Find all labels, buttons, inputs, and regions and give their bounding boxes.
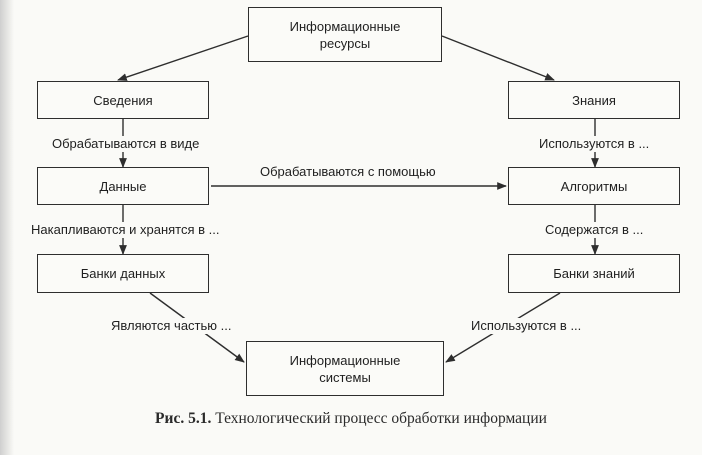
node-znaniya: Знания — [508, 81, 680, 119]
node-znaniya-label: Знания — [572, 92, 616, 108]
node-information-systems: Информационные системы — [246, 341, 444, 396]
arrow-resources-to-znaniya — [441, 35, 555, 81]
node-algoritmy-label: Алгоритмы — [560, 178, 628, 194]
node-svedeniya: Сведения — [37, 81, 209, 119]
edge-label-dannye-algoritmy: Обрабатываются с помощью — [260, 164, 436, 179]
node-dannye-label: Данные — [99, 178, 147, 194]
edge-label-znaniya-algoritmy: Используются в ... — [537, 136, 652, 152]
node-information-resources: Информационные ресурсы — [248, 7, 442, 62]
node-banki-dannykh-label: Банки данных — [80, 266, 166, 281]
node-information-resources-label: Информационные ресурсы — [289, 18, 401, 51]
edge-label-svedeniya-dannye: Обрабатываются в виде — [50, 136, 202, 152]
figure-caption-number: Рис. 5.1. — [155, 410, 212, 427]
node-banki-dannykh: Банки данных — [37, 254, 209, 293]
node-svedeniya-label: Сведения — [93, 92, 153, 108]
node-banki-znaniy: Банки знаний — [508, 254, 680, 293]
edge-label-algoritmy-banki-znaniy: Содержатся в ... — [543, 222, 646, 238]
node-algoritmy: Алгоритмы — [508, 167, 680, 205]
node-information-systems-label: Информационные системы — [289, 352, 401, 385]
node-dannye: Данные — [37, 167, 209, 205]
figure-caption-text: Технологический процесс обработки информ… — [215, 410, 547, 427]
edge-label-dannye-banki-dannykh: Накапливаются и хранятся в ... — [29, 222, 222, 238]
edge-label-banki-znaniy-systems: Используются в ... — [469, 318, 584, 334]
figure-caption: Рис. 5.1. Технологический процесс обрабо… — [0, 410, 702, 428]
node-banki-znaniy-label: Банки знаний — [553, 266, 635, 281]
edge-label-banki-dannykh-systems: Являются частью ... — [109, 318, 234, 334]
arrow-resources-to-svedeniya — [117, 35, 249, 81]
